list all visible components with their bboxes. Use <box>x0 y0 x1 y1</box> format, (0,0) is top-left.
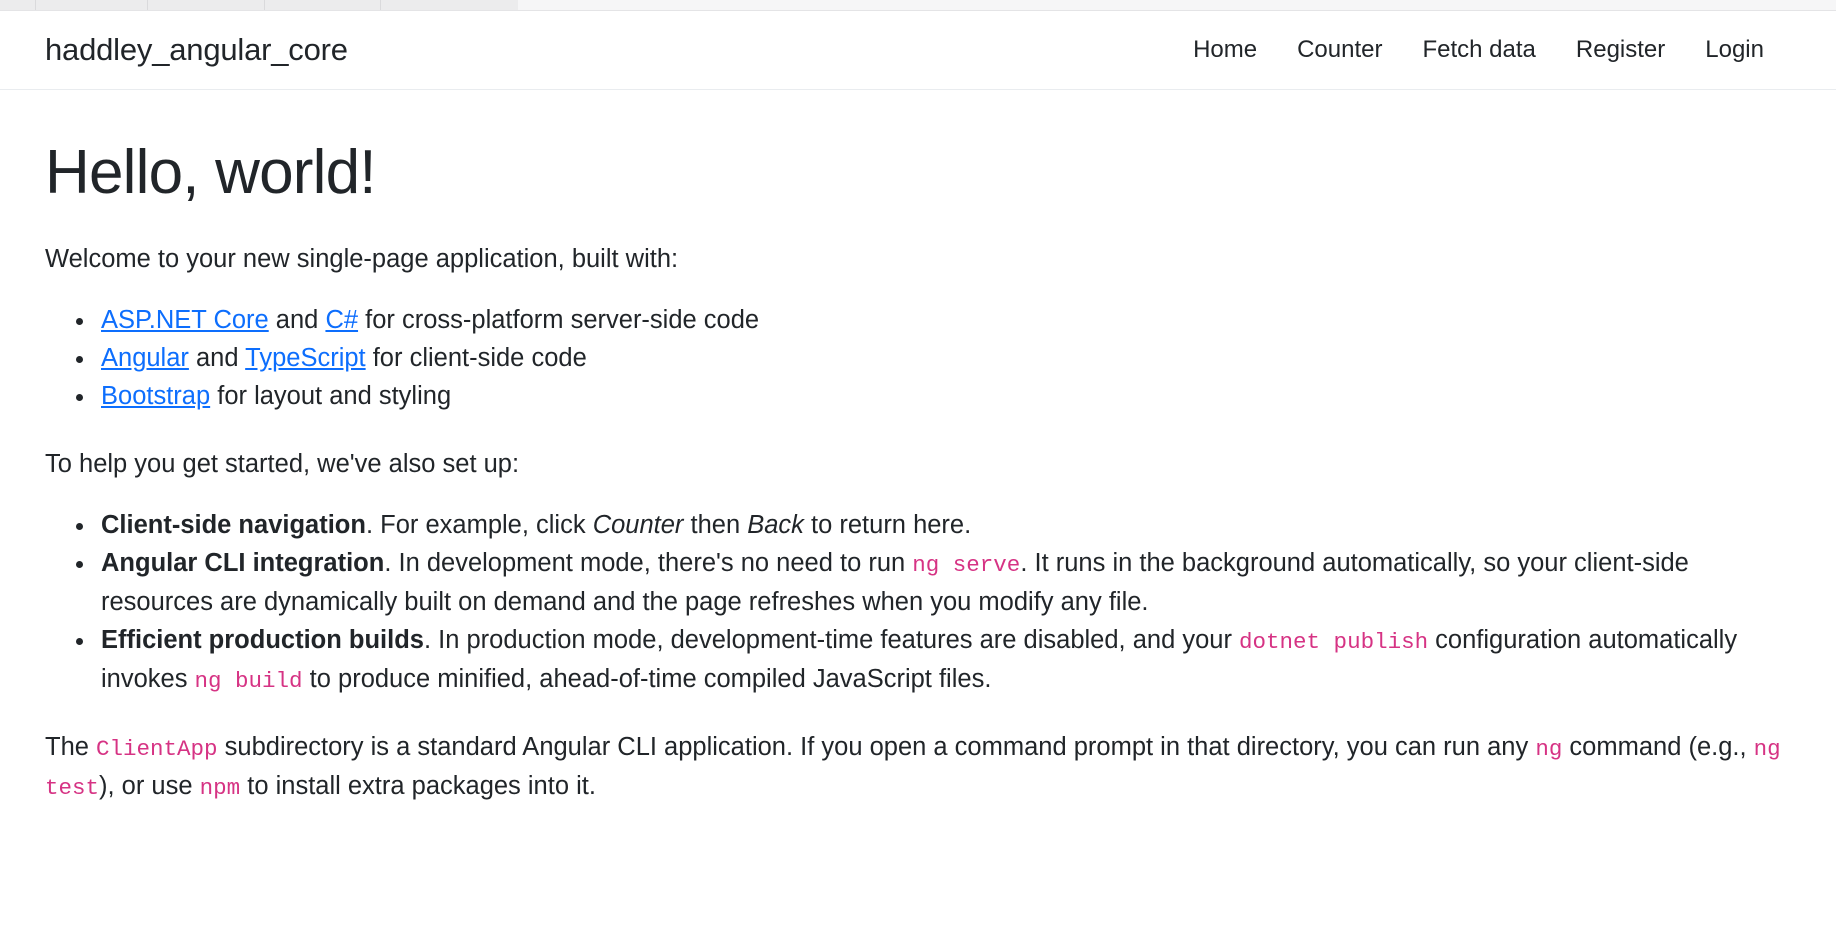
text-fragment: to install extra packages into it. <box>240 772 596 801</box>
text-fragment: . In production mode, development-time f… <box>423 625 1240 654</box>
list-item-label: Angular CLI integration <box>101 548 385 577</box>
link-typescript[interactable]: TypeScript <box>245 343 366 372</box>
text-fragment: . In development mode, there's no need t… <box>384 548 913 577</box>
nav-link-counter[interactable]: Counter <box>1297 36 1383 64</box>
browser-tab[interactable] <box>381 0 518 10</box>
text-fragment: subdirectory is a standard Angular CLI a… <box>217 733 1536 762</box>
nav-link-register[interactable]: Register <box>1575 36 1666 64</box>
code-ng-serve: ng serve <box>912 551 1021 578</box>
browser-tab[interactable] <box>265 0 381 10</box>
browser-tab-empty-area <box>518 0 1836 10</box>
list-item: Angular CLI integration. In development … <box>97 544 1791 621</box>
code-ng-build: ng build <box>194 667 303 694</box>
intro-paragraph: Welcome to your new single-page applicat… <box>45 245 679 274</box>
code-clientapp: ClientApp <box>96 736 218 763</box>
text-fragment: for client-side code <box>365 343 587 372</box>
link-angular[interactable]: Angular <box>101 343 189 372</box>
link-csharp[interactable]: C# <box>325 305 359 334</box>
setup-list: Client-side navigation. For example, cli… <box>45 506 1791 699</box>
link-aspnet-core[interactable]: ASP.NET Core <box>101 305 269 334</box>
setup-intro-paragraph: To help you get started, we've also set … <box>45 450 520 479</box>
browser-chrome-strip <box>0 0 1836 11</box>
text-fragment: for cross-platform server-side code <box>358 305 760 334</box>
emphasis-back: Back <box>747 510 804 539</box>
text-fragment: to return here. <box>803 510 972 539</box>
list-item: ASP.NET Core and C# for cross-platform s… <box>97 301 1791 339</box>
text-fragment: to produce minified, ahead-of-time compi… <box>302 664 992 693</box>
text-fragment: for layout and styling <box>210 382 452 411</box>
browser-tab-strip <box>0 0 518 10</box>
nav-item-register: Register <box>1556 26 1685 73</box>
closing-paragraph: The ClientApp subdirectory is a standard… <box>45 728 1791 806</box>
text-fragment: command (e.g., <box>1562 733 1754 762</box>
list-item: Client-side navigation. For example, cli… <box>97 506 1791 544</box>
page-title: Hello, world! <box>45 138 377 207</box>
list-item: Angular and TypeScript for client-side c… <box>97 339 1791 377</box>
list-item-label: Client-side navigation <box>101 510 366 539</box>
text-fragment: The <box>45 733 97 762</box>
nav-link-fetch-data[interactable]: Fetch data <box>1422 36 1536 64</box>
browser-tab[interactable] <box>0 0 36 10</box>
text-fragment: configuration automatically invokes <box>101 625 1738 693</box>
top-navbar: haddley_angular_core Home Counter Fetch … <box>0 11 1836 90</box>
nav-item-login: Login <box>1685 26 1784 73</box>
code-ng: ng <box>1535 736 1563 763</box>
text-fragment: . It runs in the background automaticall… <box>101 548 1689 616</box>
navbar-nav-list: Home Counter Fetch data Register Login <box>1173 26 1784 73</box>
main-content: Hello, world! Welcome to your new single… <box>0 136 1836 806</box>
text-fragment: and <box>268 305 326 334</box>
text-fragment: then <box>683 510 748 539</box>
link-bootstrap[interactable]: Bootstrap <box>101 382 211 411</box>
list-item: Efficient production builds. In producti… <box>97 621 1791 699</box>
emphasis-counter: Counter <box>592 510 684 539</box>
nav-link-login[interactable]: Login <box>1705 36 1764 64</box>
text-fragment: . For example, click <box>365 510 593 539</box>
code-dotnet-publish: dotnet publish <box>1239 628 1429 655</box>
code-npm: npm <box>199 775 241 802</box>
navbar-brand[interactable]: haddley_angular_core <box>45 32 348 68</box>
nav-item-counter: Counter <box>1277 26 1402 73</box>
browser-tab[interactable] <box>148 0 265 10</box>
nav-item-home: Home <box>1173 26 1277 73</box>
code-ng-test: ng test <box>45 736 1781 802</box>
nav-link-home[interactable]: Home <box>1193 36 1258 64</box>
technology-list: ASP.NET Core and C# for cross-platform s… <box>45 301 1791 416</box>
text-fragment: ), or use <box>99 772 200 801</box>
browser-tab[interactable] <box>36 0 148 10</box>
list-item-label: Efficient production builds <box>101 625 424 654</box>
list-item: Bootstrap for layout and styling <box>97 377 1791 415</box>
nav-item-fetch-data: Fetch data <box>1402 26 1555 73</box>
text-fragment: and <box>188 343 246 372</box>
